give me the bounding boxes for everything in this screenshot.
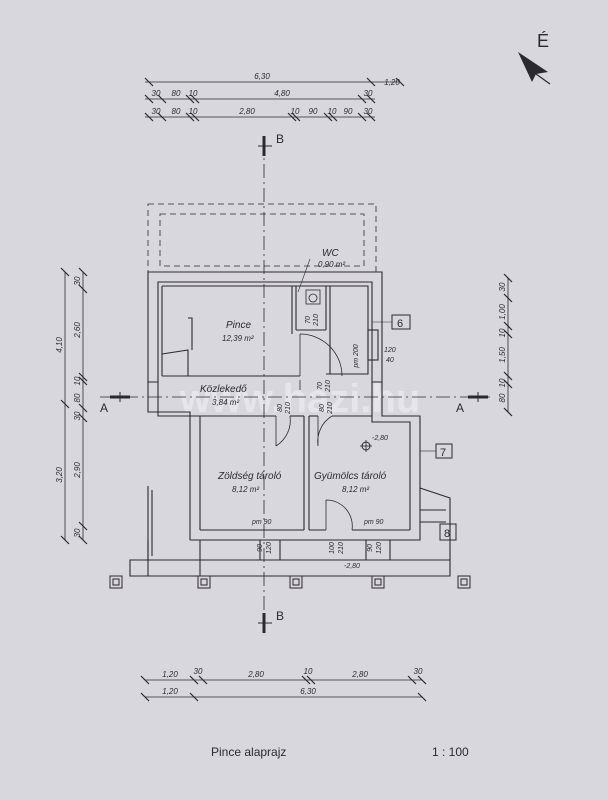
room-name-zoldseg: Zöldség tároló	[217, 471, 282, 482]
dim-left-30b: 30	[73, 411, 82, 420]
ann-door-210b: 210	[327, 402, 334, 415]
dim-right-30: 30	[498, 282, 507, 291]
section-label-b-top: B	[276, 132, 284, 146]
ann-door-210a: 210	[285, 402, 292, 415]
dim-top-r2-80: 80	[172, 89, 181, 98]
section-label-a-left: A	[100, 401, 108, 415]
room-name-wc: WC	[322, 248, 339, 259]
dim-left-30a: 30	[73, 276, 82, 285]
dim-bot-r1-2-80a: 2,80	[247, 670, 264, 679]
foundation-pads	[109, 575, 471, 589]
bottom-dimensions: 1,20 30 2,80 10 2,80 30 1,20 6,30	[162, 667, 423, 696]
ann-w120b: 120	[376, 542, 383, 554]
dim-bot-r1-1-20: 1,20	[162, 670, 178, 679]
dim-left-80: 80	[73, 393, 82, 402]
floor-drain-icon	[360, 440, 372, 452]
dim-top-r3-10c: 10	[328, 107, 337, 116]
dim-left-3-20: 3,20	[55, 467, 64, 483]
room-area-wc: 0,90 m²	[318, 260, 345, 269]
dim-top-r2-4-80: 4,80	[274, 89, 290, 98]
section-label-b-bottom: B	[276, 609, 284, 623]
ann-pm-200: pm 200	[353, 344, 360, 368]
dim-top-r3-80: 80	[172, 107, 181, 116]
ann-d210: 210	[338, 542, 345, 555]
dim-left-30c: 30	[73, 528, 82, 537]
ann-door-80b: 80	[319, 404, 326, 412]
room-area-kozlekedo: 3,84 m²	[212, 398, 239, 407]
ann-pince-door-h: 210	[325, 380, 332, 393]
door-arcs	[275, 333, 353, 531]
dim-top-r3-90b: 90	[344, 107, 353, 116]
dim-left-2-90: 2,90	[73, 462, 82, 479]
dim-right-10a: 10	[498, 328, 507, 337]
room-name-gyumolcs: Gyümölcs tároló	[314, 471, 387, 482]
room-area-zoldseg: 8,12 m²	[232, 485, 259, 494]
ann-pince-door: 70	[317, 382, 324, 390]
room-area-pince: 12,39 m²	[222, 334, 254, 343]
ann-w120a: 120	[266, 542, 273, 554]
ann-win-120: 120	[384, 347, 396, 354]
dim-right-1-50: 1,50	[498, 347, 507, 363]
annotations: 70 210 70 210 pm 200 120 40 80 210 80 21…	[251, 314, 396, 570]
section-marker-b-bottom	[258, 613, 272, 633]
callout-boxes	[391, 314, 457, 541]
toilet-icon	[305, 289, 321, 305]
dim-right-1-00: 1,00	[498, 304, 507, 320]
ann-door-80a: 80	[277, 404, 284, 412]
room-area-gyumolcs: 8,12 m²	[342, 485, 369, 494]
ann-pm90-right: pm 90	[363, 519, 384, 526]
ann-level: -2,80	[372, 435, 388, 442]
ann-pm90-left: pm 90	[251, 519, 272, 526]
dim-bot-r1-2-80b: 2,80	[351, 670, 368, 679]
dim-left-4-10: 4,10	[55, 337, 64, 353]
section-marker-b-top	[258, 136, 272, 156]
dim-top-r3-10b: 10	[291, 107, 300, 116]
dim-top-r3-2-80: 2,80	[238, 107, 255, 116]
drawing-scale: 1 : 100	[432, 745, 469, 759]
dim-bot-r1-30b: 30	[414, 667, 423, 676]
room-name-kozlekedo: Közlekedő	[200, 384, 247, 395]
dim-bot-r1-10: 10	[304, 667, 313, 676]
north-label: É	[537, 31, 549, 51]
dim-top-6-30: 6,30	[254, 72, 270, 81]
section-label-a-right: A	[456, 401, 464, 415]
ann-d100: 100	[329, 542, 336, 554]
ann-level-small: -2,80	[344, 563, 360, 570]
watermark: www.hazi.hu	[179, 377, 421, 421]
dim-bot-r2-6-30: 6,30	[300, 687, 316, 696]
left-dimensions: 4,10 3,20 30 2,60 10 80 30 2,90 30	[55, 276, 82, 537]
dim-bot-r1-30a: 30	[194, 667, 203, 676]
ann-win-40: 40	[386, 357, 394, 364]
callout-7: 7	[440, 447, 446, 459]
dim-top-r3-10a: 10	[189, 107, 198, 116]
dim-left-2-60: 2,60	[73, 322, 82, 339]
callout-8: 8	[444, 528, 450, 540]
dim-top-r2-10: 10	[189, 89, 198, 98]
dim-right-80: 80	[498, 393, 507, 402]
ann-w90a: 90	[257, 544, 264, 552]
top-dimensions: 6,30 1,20 30 80 10 4,80 30 30 80 10 2,80…	[152, 72, 401, 116]
callout-6: 6	[397, 318, 403, 330]
ann-w90b: 90	[367, 544, 374, 552]
dim-top-r2-30a: 30	[152, 89, 161, 98]
right-dimensions: 30 1,00 10 1,50 10 80	[498, 282, 507, 402]
walls	[129, 271, 451, 577]
dim-left-10: 10	[73, 376, 82, 385]
dim-top-r3-30a: 30	[152, 107, 161, 116]
dim-top-r3-30b: 30	[364, 107, 373, 116]
drawing-title: Pince alaprajz	[211, 745, 287, 759]
section-marker-a-left	[110, 392, 130, 402]
dim-right-10b: 10	[498, 378, 507, 387]
dim-bot-r2-1-20: 1,20	[162, 687, 178, 696]
ann-wc-door-h: 210	[313, 314, 320, 327]
dim-top-r3-90a: 90	[309, 107, 318, 116]
ann-wc-door: 70	[305, 316, 312, 324]
section-marker-a-right	[468, 392, 488, 402]
dim-top-r2-30b: 30	[364, 89, 373, 98]
north-arrow-icon	[518, 52, 551, 85]
room-name-pince: Pince	[226, 320, 251, 331]
dim-top-1-20: 1,20	[384, 78, 400, 87]
